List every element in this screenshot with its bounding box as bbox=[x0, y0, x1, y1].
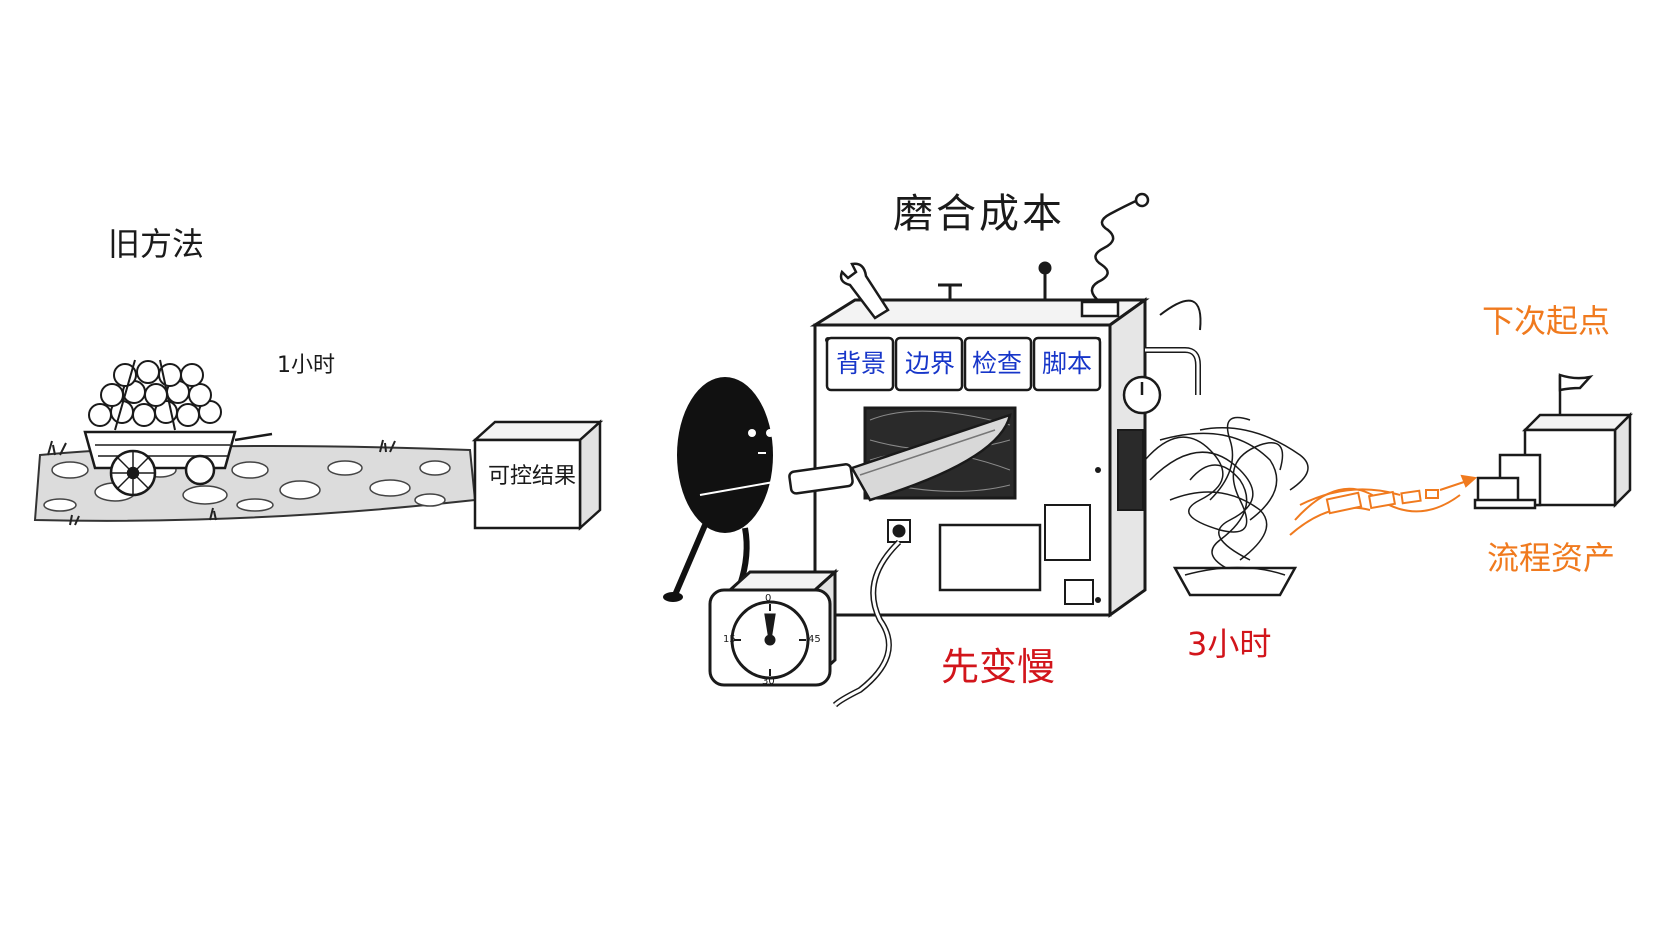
timer-dial-30: 30 bbox=[762, 677, 775, 687]
old-time-label: 1小时 bbox=[277, 355, 335, 377]
slow-first-label: 先变慢 bbox=[941, 648, 1055, 686]
next-start-label: 下次起点 bbox=[1482, 305, 1610, 337]
three-hours-label: 3小时 bbox=[1187, 628, 1271, 660]
panel-boundary: 边界 bbox=[898, 341, 962, 387]
timer-dial-45: 45 bbox=[808, 635, 821, 645]
result-box-label: 可控结果 bbox=[488, 466, 576, 488]
orange-blocks bbox=[1327, 490, 1438, 513]
old-method-label: 旧方法 bbox=[108, 228, 204, 260]
spring-antenna-icon bbox=[1082, 194, 1148, 316]
timer-dial-15: 15 bbox=[723, 635, 736, 645]
panel-background: 背景 bbox=[829, 341, 893, 387]
cost-title: 磨合成本 bbox=[893, 194, 1065, 234]
arrow-icon bbox=[1440, 476, 1475, 490]
stairs-icon bbox=[1475, 415, 1630, 508]
panel-script: 脚本 bbox=[1035, 341, 1099, 387]
tray-icon bbox=[1175, 568, 1295, 596]
panel-check: 检查 bbox=[965, 341, 1029, 387]
tangled-wire-icon bbox=[1145, 418, 1308, 571]
timer-icon bbox=[710, 572, 835, 685]
timer-dial-0: 0 bbox=[765, 594, 771, 604]
blob-character-icon bbox=[663, 377, 785, 602]
flag-icon bbox=[1560, 375, 1590, 415]
process-assets-label: 流程资产 bbox=[1487, 542, 1615, 574]
